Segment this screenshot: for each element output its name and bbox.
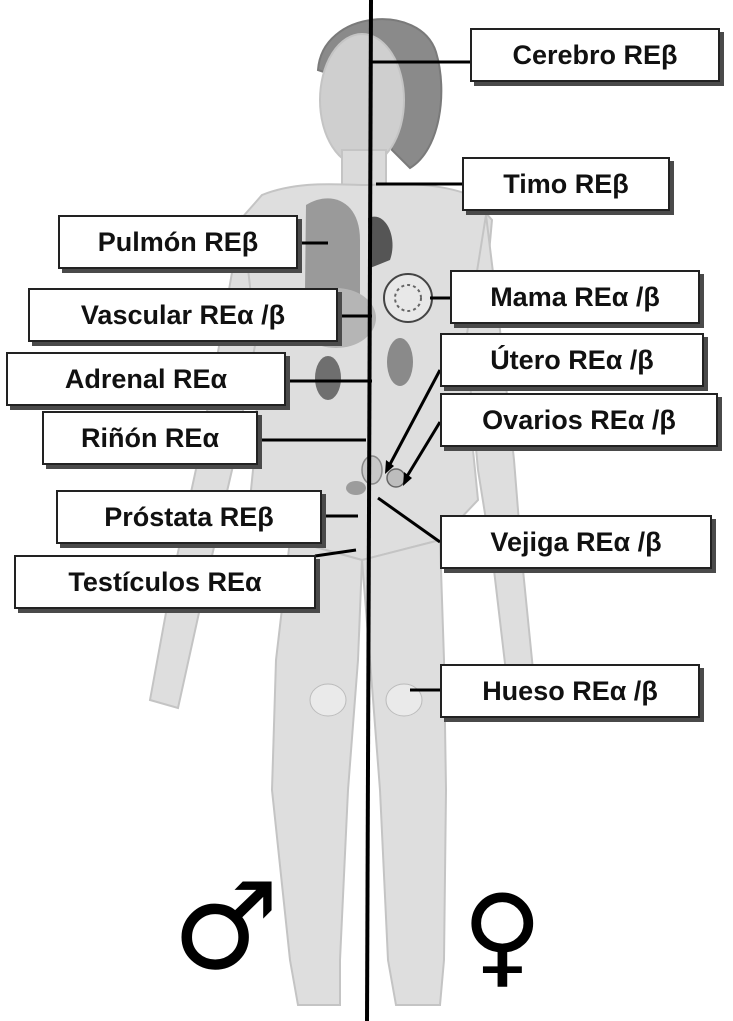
label-pulmon: Pulmón REβ [58, 215, 298, 269]
label-testiculos: Testículos REα [14, 555, 316, 609]
label-prostata: Próstata REβ [56, 490, 322, 544]
label-timo: Timo REβ [462, 157, 670, 211]
label-vascular: Vascular REα /β [28, 288, 338, 342]
breast-shape [384, 274, 432, 322]
male-symbol-icon: ♂ [172, 868, 280, 988]
ovary-shape [387, 469, 405, 487]
label-cerebro: Cerebro REβ [470, 28, 720, 82]
prostate-shape [346, 481, 366, 495]
label-mama: Mama REα /β [450, 270, 700, 324]
label-utero: Útero REα /β [440, 333, 704, 387]
label-adrenal: Adrenal REα [6, 352, 286, 406]
uterus-shape [362, 456, 382, 484]
label-vejiga: Vejiga REα /β [440, 515, 712, 569]
label-hueso: Hueso REα /β [440, 664, 700, 718]
label-rinon: Riñón REα [42, 411, 258, 465]
kidney-right [387, 338, 413, 386]
knee-left [310, 684, 346, 716]
adrenal-kidney-left [315, 356, 341, 400]
label-ovarios: Ovarios REα /β [440, 393, 718, 447]
female-symbol-icon: ♀ [462, 880, 543, 990]
